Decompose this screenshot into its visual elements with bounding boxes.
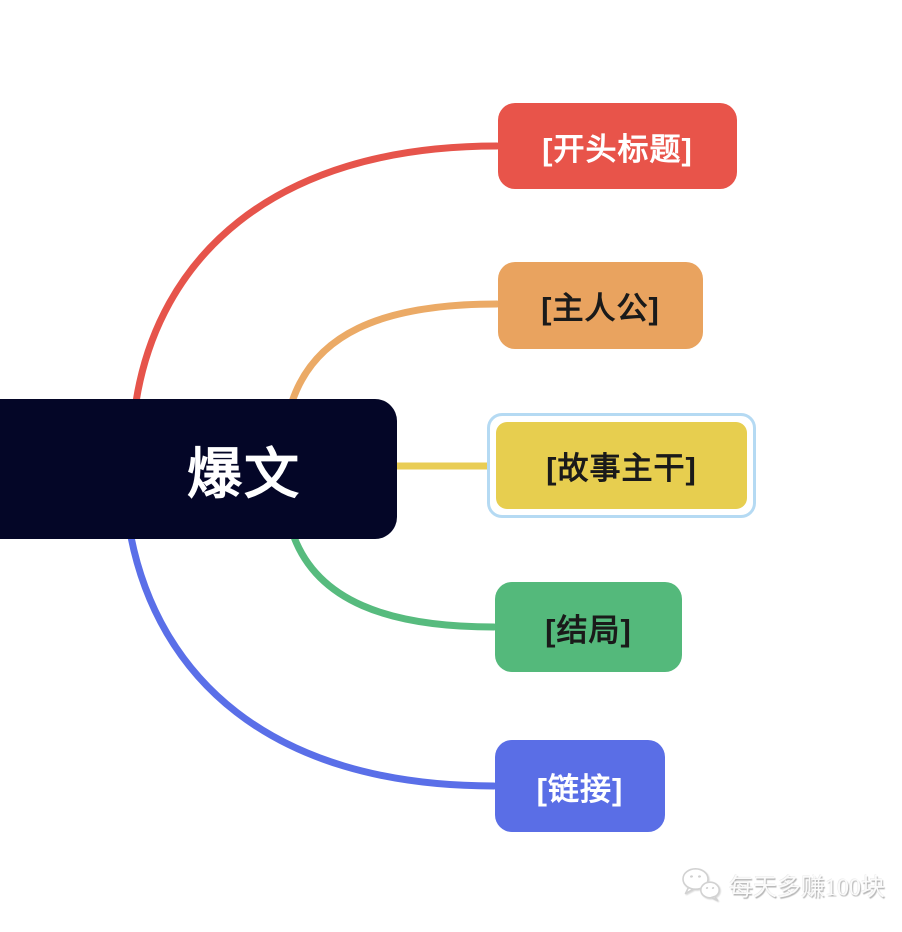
branch-node-story-trunk[interactable]: [故事主干] <box>496 422 747 509</box>
branch-node-ending[interactable]: [结局] <box>495 582 682 672</box>
connector-ending <box>290 533 498 631</box>
watermark-text: 每天多赚100块 <box>729 874 885 901</box>
connector-opening-title <box>132 142 501 406</box>
root-node[interactable]: 爆文 <box>0 399 397 539</box>
branch-node-label: [结局] <box>545 612 632 648</box>
wechat-icon <box>680 866 722 902</box>
branch-node-label: [开头标题] <box>542 131 693 167</box>
branch-node-protagonist[interactable]: [主人公] <box>498 262 703 349</box>
root-node-label: 爆文 <box>186 443 301 505</box>
connector-link <box>127 533 498 790</box>
connector-protagonist <box>288 300 501 406</box>
branch-node-link[interactable]: [链接] <box>495 740 665 832</box>
branch-node-label: [链接] <box>536 771 624 807</box>
branch-node-label: [主人公] <box>541 291 660 326</box>
branch-node-opening-title[interactable]: [开头标题] <box>498 103 737 189</box>
watermark: 每天多赚100块 <box>680 866 885 902</box>
selection-ring: [故事主干] <box>487 413 756 518</box>
branch-node-label: [故事主干] <box>546 451 697 486</box>
